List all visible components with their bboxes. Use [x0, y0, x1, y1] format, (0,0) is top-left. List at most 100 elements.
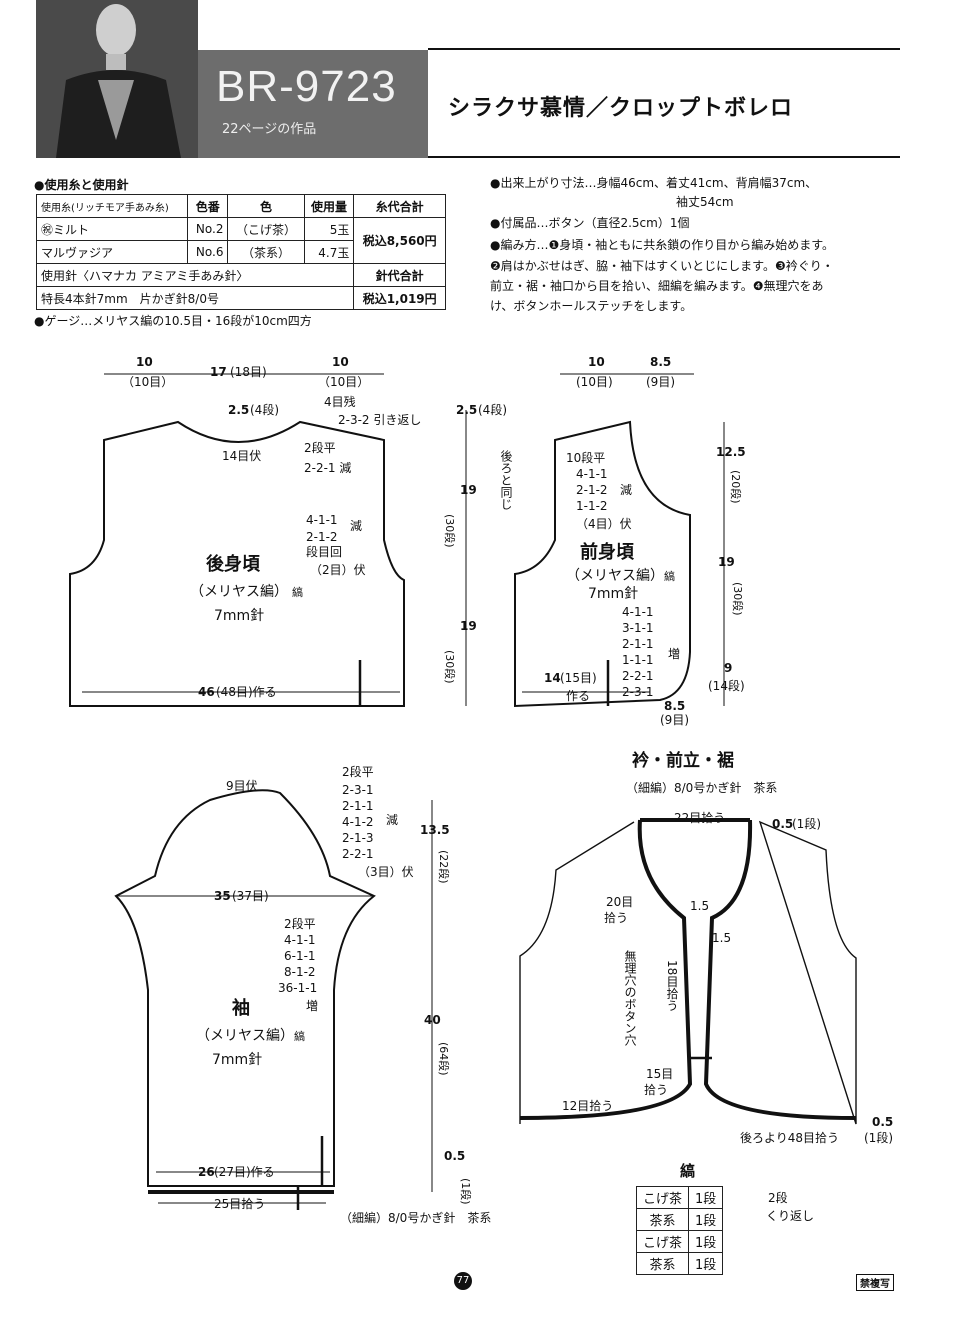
- back-arm-dec: 減: [350, 518, 362, 533]
- sleeve-side-2: 4-1-1: [284, 933, 316, 947]
- collar-edge2: 0.5: [872, 1115, 893, 1129]
- front-inc-1: 4-1-1: [622, 605, 654, 619]
- collar-pick15: 15目: [646, 1067, 673, 1081]
- back-knit-kanji: 縞: [292, 585, 303, 599]
- back-neck-1: 2段平: [304, 440, 336, 455]
- collar-pick20: 20目: [606, 895, 633, 909]
- stripe-color: 茶系: [635, 1208, 690, 1231]
- front-inc-4: 1-1-1: [622, 653, 654, 667]
- sleeve-cast: 26: [198, 1165, 215, 1179]
- model-silhouette: [36, 0, 198, 158]
- front-neck-1: 4-1-1: [576, 467, 608, 481]
- stripe-rows: 1段: [688, 1252, 724, 1275]
- front-inc-3: 2-1-1: [622, 637, 654, 651]
- back-stitch: （メリヤス編）: [190, 584, 288, 600]
- back-h-top: 2.5: [456, 403, 477, 417]
- back-short-rows: 2-3-2 引き返し: [338, 413, 421, 427]
- collar-band-left: [519, 819, 693, 1120]
- back-neck-bindoff: 14目伏: [222, 449, 261, 463]
- sleeve-title: 袖: [232, 997, 250, 1019]
- sleeve-h40: 40: [424, 1013, 441, 1027]
- needle-total-label: 針代合計: [353, 263, 446, 287]
- page-number: 77: [454, 1272, 472, 1290]
- sleeve-width: 35: [214, 889, 231, 903]
- stripe-rows: 1段: [688, 1186, 724, 1209]
- front-bottom-s: (9目): [660, 713, 689, 727]
- back-arm-bindoff: （2目）伏: [310, 563, 366, 577]
- sleeve-side-inc: 増: [306, 999, 318, 1013]
- collar-title: 衿・前立・裾: [632, 750, 734, 771]
- front-cast-w: 作る: [566, 689, 590, 703]
- pattern-title: シラクサ慕情／クロップトボレロ: [448, 96, 794, 121]
- sleeve-cap-6: 2-2-1: [342, 847, 374, 861]
- divider-bottom: [428, 156, 900, 158]
- collar-edge2-s: (1段): [864, 1130, 893, 1145]
- model-photo: [36, 0, 198, 158]
- front-h19: 19: [718, 555, 735, 569]
- front-d10-s: (10目): [576, 375, 613, 389]
- copy-stamp: 禁複写: [856, 1274, 894, 1291]
- front-same-back: 後ろと同じ: [499, 450, 513, 510]
- collar-pick18: 18目拾う: [665, 960, 679, 1011]
- stripe-rows: 1段: [688, 1208, 724, 1231]
- back-h19a-s: (30段): [443, 514, 457, 548]
- front-title: 前身頃: [580, 541, 635, 563]
- yarn-total: 税込8,560円: [353, 217, 446, 264]
- front-d85: 8.5: [650, 355, 671, 369]
- back-d17: 17: [210, 365, 227, 379]
- sleeve-cap-dec: 減: [386, 812, 398, 827]
- collar-gap-1: 1.5: [690, 899, 709, 913]
- front-neck-2: 2-1-2: [576, 483, 608, 497]
- front-h9: 9: [724, 661, 732, 675]
- sleeve-stitch: （メリヤス編）: [196, 1028, 294, 1044]
- stripe-rows: 1段: [688, 1230, 724, 1253]
- pattern-code: BR-9723: [216, 62, 397, 111]
- back-d10a-s: （10目）: [122, 375, 173, 389]
- back-h19b-s: (30段): [443, 650, 457, 684]
- sleeve-pick: 25目拾う: [214, 1196, 265, 1211]
- sleeve-h40-s: (64段): [437, 1042, 451, 1076]
- method-text-4: け、ボタンホールステッチをします。: [490, 299, 693, 313]
- collar-pick15b: 拾う: [644, 1082, 668, 1097]
- back-title: 後身頃: [206, 553, 261, 575]
- collar-edge: 0.5: [772, 817, 793, 831]
- front-knit-kanji: 縞: [664, 569, 675, 583]
- sleeve-needle: 7mm針: [212, 1052, 262, 1068]
- sleeve-cast-s: (27目)作る: [214, 1165, 275, 1179]
- table-row: ㊗ミルト No.2 （こげ茶） 5玉 税込8,560円: [35, 217, 446, 264]
- back-arm-3: 段目回: [306, 544, 342, 559]
- sleeve-side-4: 8-1-2: [284, 965, 316, 979]
- back-cast: 46: [198, 685, 215, 699]
- front-h125: 12.5: [716, 445, 746, 459]
- method-text-1: ●編み方…❶身頃・袖ともに共糸鎖の作り目から編み始めます。: [490, 238, 835, 252]
- materials-heading: ●使用糸と使用針: [34, 178, 129, 192]
- back-h19b: 19: [460, 619, 477, 633]
- sleeve-cap-4: 4-1-2: [342, 815, 374, 829]
- front-neck-0: 10段平: [566, 450, 605, 465]
- back-h-top-s: (4段): [478, 402, 507, 417]
- stripe-color: こげ茶: [635, 1230, 690, 1253]
- method-text-2: ❷肩はかぶせはぎ、脇・袖下はすくいとじにします。❸衿ぐり・: [490, 259, 834, 273]
- size-text: ●出来上がり寸法…身幅46cm、着丈41cm、背肩幅37cm、: [490, 176, 818, 190]
- front-neck-3: 1-1-2: [576, 499, 608, 513]
- front-cast: 14: [544, 671, 561, 685]
- back-arm-1: 4-1-1: [306, 513, 338, 527]
- sleeve-h135-s: (22段): [437, 850, 451, 884]
- collar-edge-s: (1段): [792, 816, 821, 831]
- collar-body-outline: [519, 820, 857, 1125]
- yarn-amount: 4.7玉: [303, 240, 355, 264]
- back-neck-2: 2-2-1 減: [304, 460, 351, 475]
- front-body-outline: [514, 420, 691, 708]
- stripes-repeat-2: くり返し: [766, 1209, 814, 1223]
- sleeve-cap-1: 2段平: [342, 764, 374, 779]
- sleeve-knit-kanji: 縞: [294, 1029, 305, 1043]
- back-neck-top-s: (4段): [250, 402, 279, 417]
- sleeve-width-s: (37目): [232, 889, 269, 903]
- back-cast-s: (48目)作る: [216, 685, 277, 699]
- stripes-repeat: 2段: [768, 1190, 788, 1205]
